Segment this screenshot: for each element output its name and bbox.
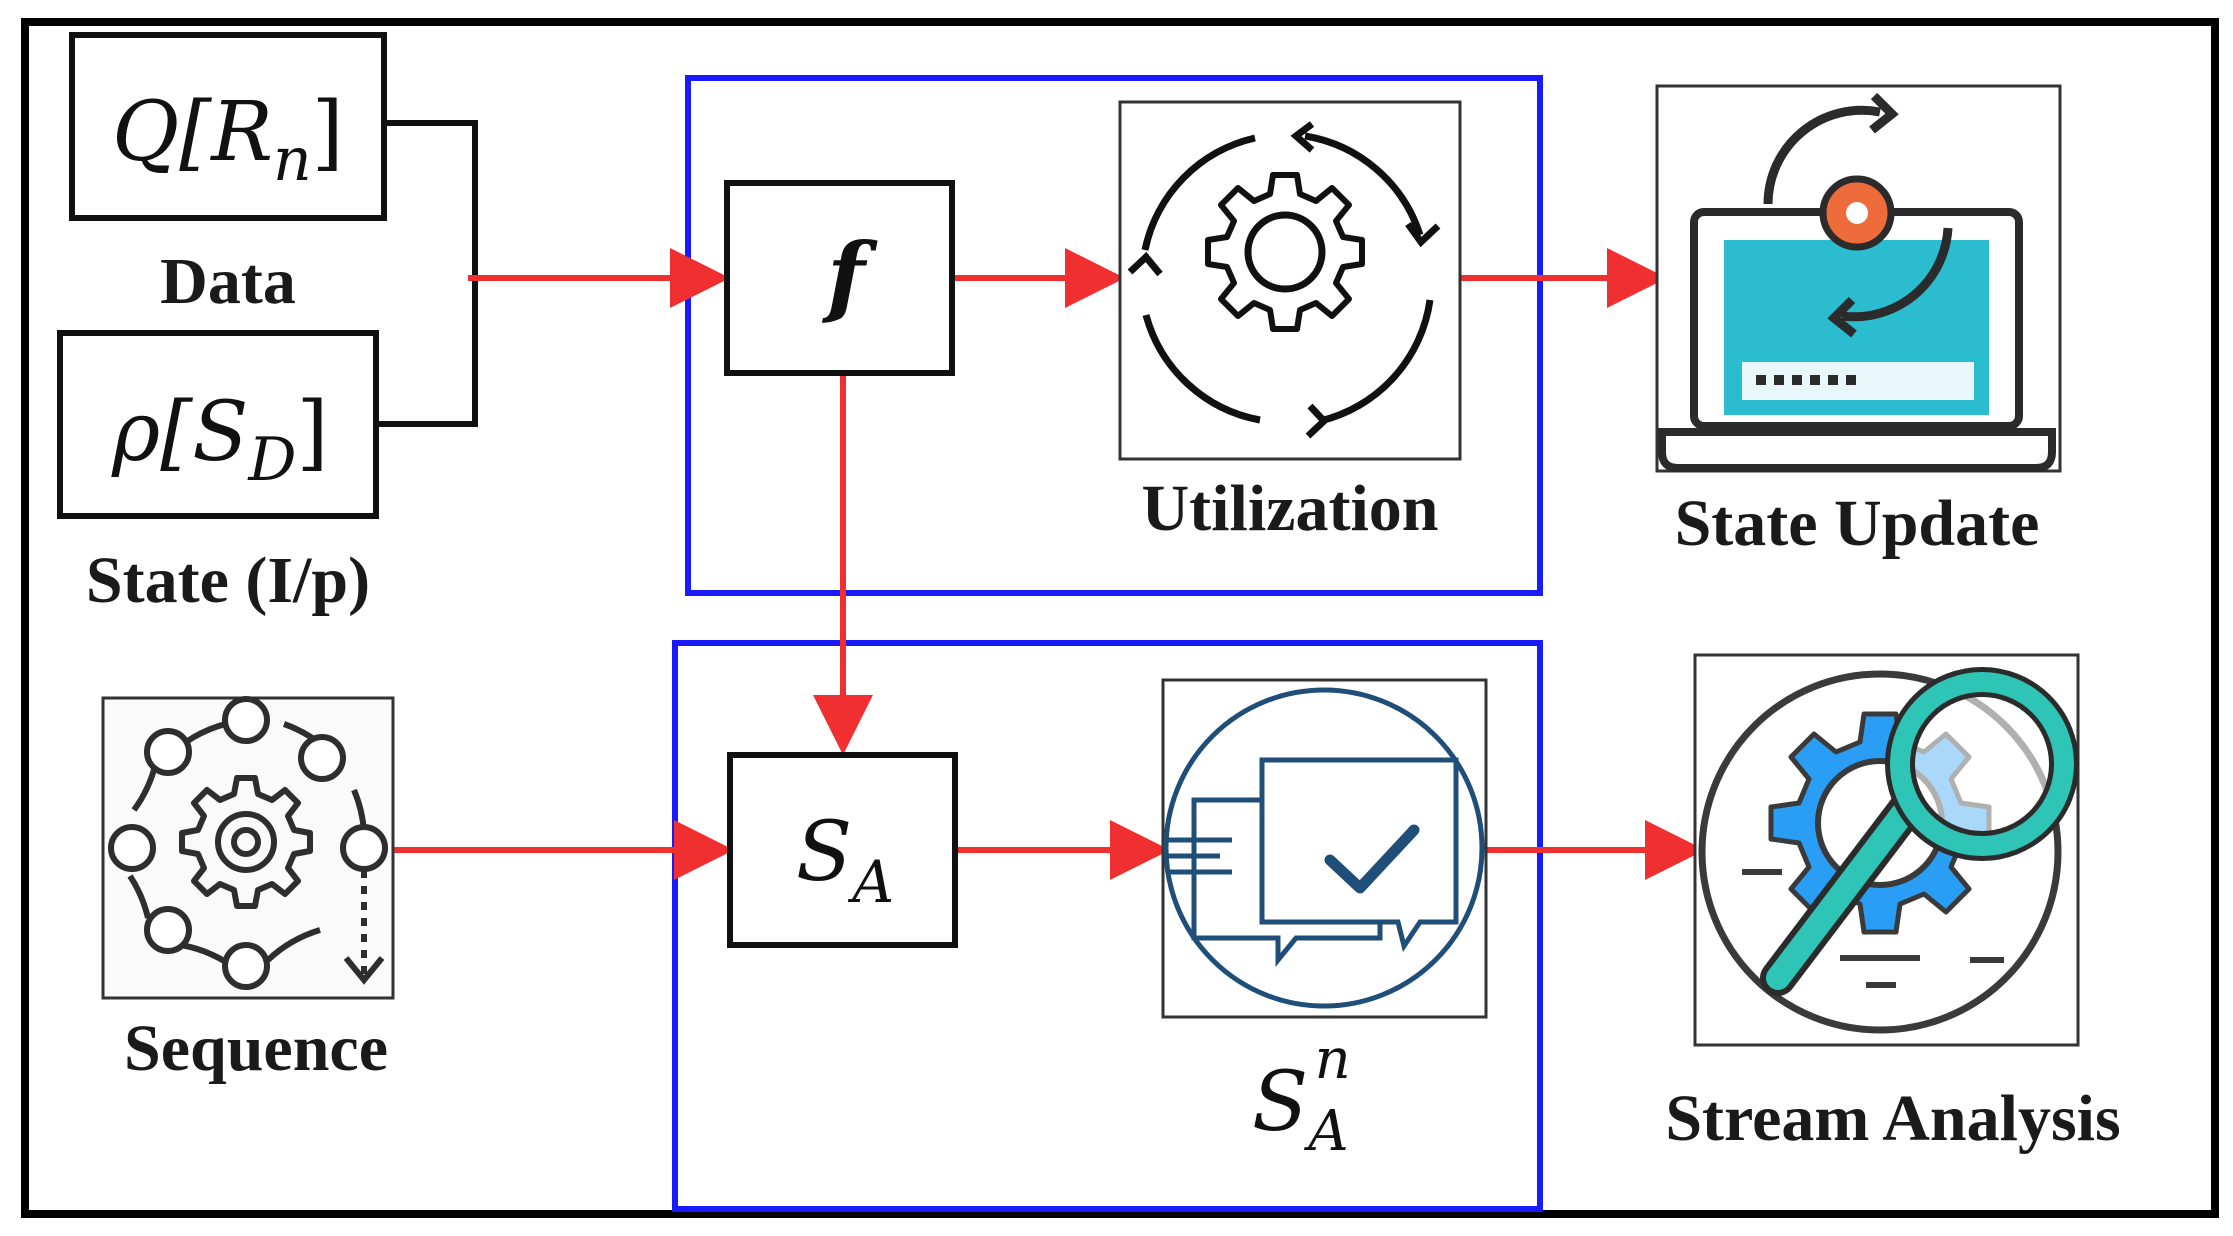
lower-processing-group <box>672 640 1543 1212</box>
state-update-label: State Update <box>1675 487 2040 560</box>
san-symbol: SAn <box>1252 1027 1351 1164</box>
state-node: ρ[SD] State (I/p) <box>57 330 379 617</box>
data-node: Q[Rn] Data <box>69 32 387 318</box>
data-label: Data <box>160 245 296 318</box>
stream-analysis-node: Stream Analysis <box>1665 653 2121 1155</box>
stream-analysis-label: Stream Analysis <box>1665 1082 2120 1155</box>
state-label: State (I/p) <box>86 544 370 617</box>
laptop-update-icon <box>1658 92 2056 472</box>
upper-processing-group <box>685 75 1543 596</box>
state-formula: ρ[SD] <box>111 385 328 495</box>
utilization-label: Utilization <box>1142 472 1439 545</box>
data-connector <box>384 120 478 278</box>
gear-magnifier-icon <box>1698 667 2079 1034</box>
utilization-node: Utilization <box>1118 100 1462 545</box>
san-node: SAn <box>1161 678 1488 1164</box>
state-connector <box>376 278 478 427</box>
data-box <box>69 32 387 221</box>
chat-check-icon <box>1163 687 1485 1009</box>
sa-symbol: SA <box>796 805 894 916</box>
state-update-node: State Update <box>1655 84 2062 560</box>
sa-box <box>727 752 958 948</box>
sequence-gear-icon <box>108 696 388 990</box>
f-box <box>724 180 955 376</box>
state-box <box>57 330 379 519</box>
sequence-label: Sequence <box>124 1012 388 1085</box>
gear-cycle-icon <box>1127 121 1441 439</box>
utilization-icon-frame <box>1118 100 1462 461</box>
data-formula: Q[Rn] <box>112 85 344 195</box>
progress-dots <box>1756 375 1856 385</box>
sequence-node: Sequence <box>101 696 395 1085</box>
f-node: f <box>724 180 955 376</box>
sa-node: SA <box>727 752 958 948</box>
